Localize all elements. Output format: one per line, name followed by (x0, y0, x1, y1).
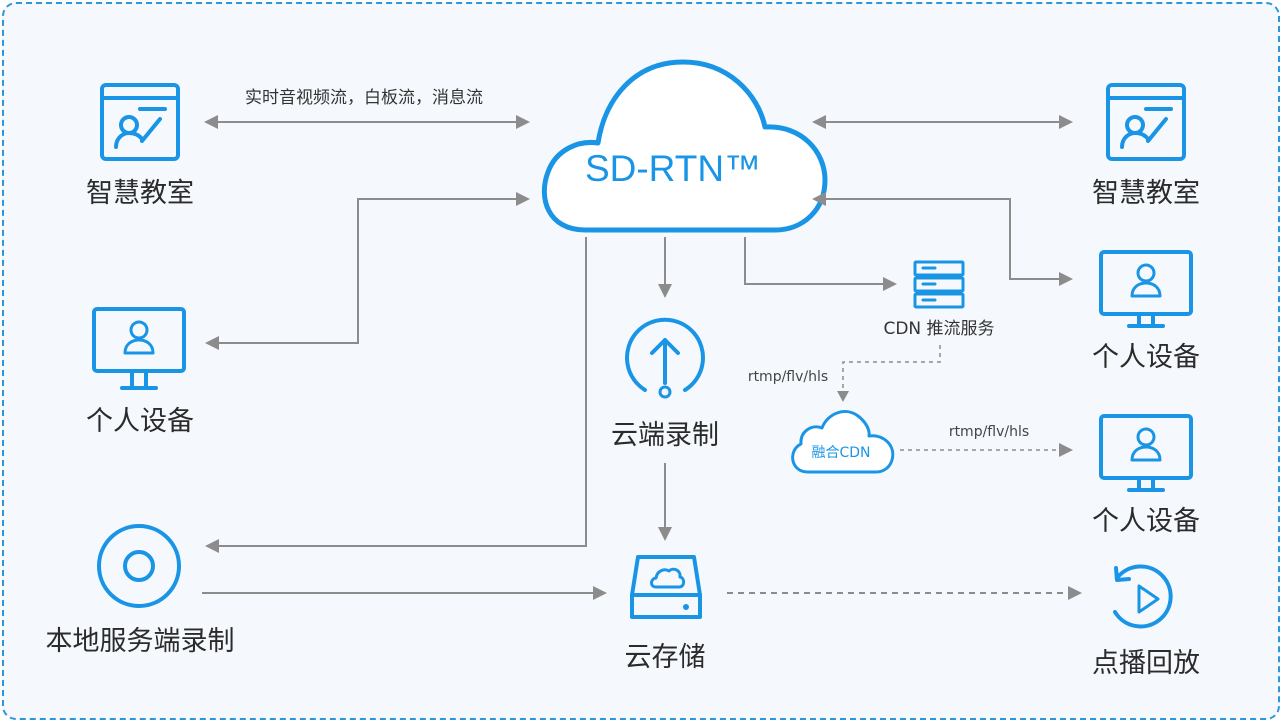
link-device-left (215, 198, 520, 344)
classroom-right-label: 智慧教室 (1092, 178, 1200, 209)
protocol-label-fusion: rtmp/flv/hls (949, 424, 1029, 440)
device-left-label: 个人设备 (86, 406, 194, 437)
arrowhead (205, 336, 219, 350)
arrowhead (812, 192, 826, 206)
arrowhead (1059, 443, 1073, 457)
arrowhead (812, 115, 826, 129)
device-right-top-label: 个人设备 (1092, 342, 1200, 373)
arrowhead (658, 527, 672, 541)
cloud-storage-icon (630, 555, 702, 619)
stream-label: 实时音视频流，白板流，消息流 (245, 88, 483, 108)
cdn-push-label: CDN 推流服务 (883, 319, 994, 339)
arrowhead (1059, 272, 1073, 286)
local-recording-label: 本地服务端录制 (46, 626, 235, 657)
link-local-recording (215, 237, 587, 547)
arrowhead (883, 277, 897, 291)
arrowhead (1068, 586, 1082, 600)
fusion-cdn-label: 融合CDN (811, 445, 870, 461)
sd-rtn-label: SD-RTN™ (585, 148, 761, 189)
arrowhead (593, 586, 607, 600)
protocol-label-push: rtmp/flv/hls (748, 369, 828, 385)
replay-icon (1113, 564, 1173, 629)
playback-label: 点播回放 (1092, 648, 1200, 679)
fusion-cdn-cloud: 融合CDN (791, 410, 895, 474)
arrowhead (205, 539, 219, 553)
cloud-storage-label: 云存储 (625, 642, 706, 673)
monitor-left-icon (92, 307, 186, 390)
arrowhead (658, 284, 672, 298)
arrowhead (1059, 115, 1073, 129)
sd-rtn-cloud: SD-RTN™ (541, 59, 828, 233)
arrowhead (516, 115, 530, 129)
upload-circle-icon (625, 317, 705, 399)
classroom-left-label: 智慧教室 (86, 178, 194, 209)
server-stack-icon (913, 260, 965, 309)
arrowhead (204, 115, 218, 129)
arrowhead (516, 192, 530, 206)
arrowhead (837, 391, 849, 402)
monitor-right-top-icon (1099, 250, 1193, 328)
link-hub-cdn (744, 237, 887, 285)
classroom-left-icon (100, 83, 180, 161)
disc-icon (97, 524, 181, 608)
link-cdn-fusion (842, 345, 941, 393)
monitor-right-bottom-icon (1099, 414, 1193, 492)
classroom-right-icon (1106, 83, 1186, 161)
cloud-recording-label: 云端录制 (611, 420, 719, 451)
connectors (202, 115, 1082, 600)
device-right-bottom-label: 个人设备 (1092, 506, 1200, 537)
link-device-right-top (822, 198, 1062, 280)
